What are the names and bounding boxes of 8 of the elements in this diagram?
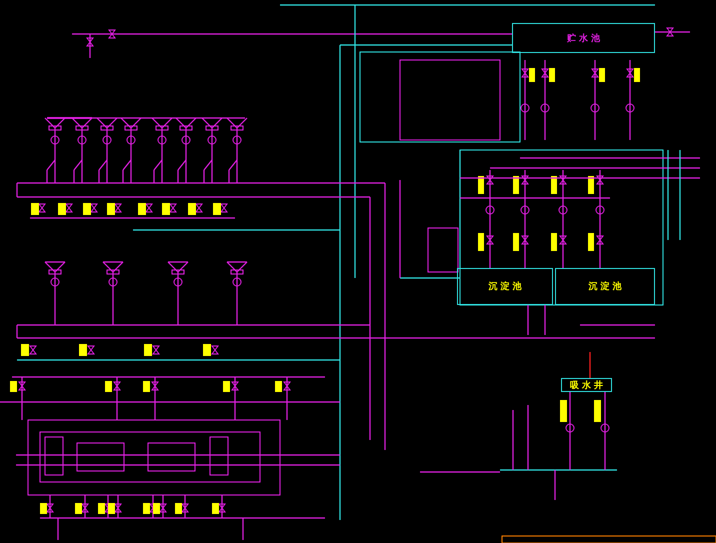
tank-box <box>457 268 553 305</box>
tank-box <box>512 23 655 53</box>
tank-label: 沉 淀 池 <box>588 280 622 293</box>
tank-box <box>561 378 612 392</box>
tank-label: 贮 水 池 <box>566 32 600 44</box>
tank-label: 沉 淀 池 <box>488 280 522 293</box>
tank-label: 吸 水 井 <box>570 379 604 392</box>
tank-box <box>555 268 655 305</box>
